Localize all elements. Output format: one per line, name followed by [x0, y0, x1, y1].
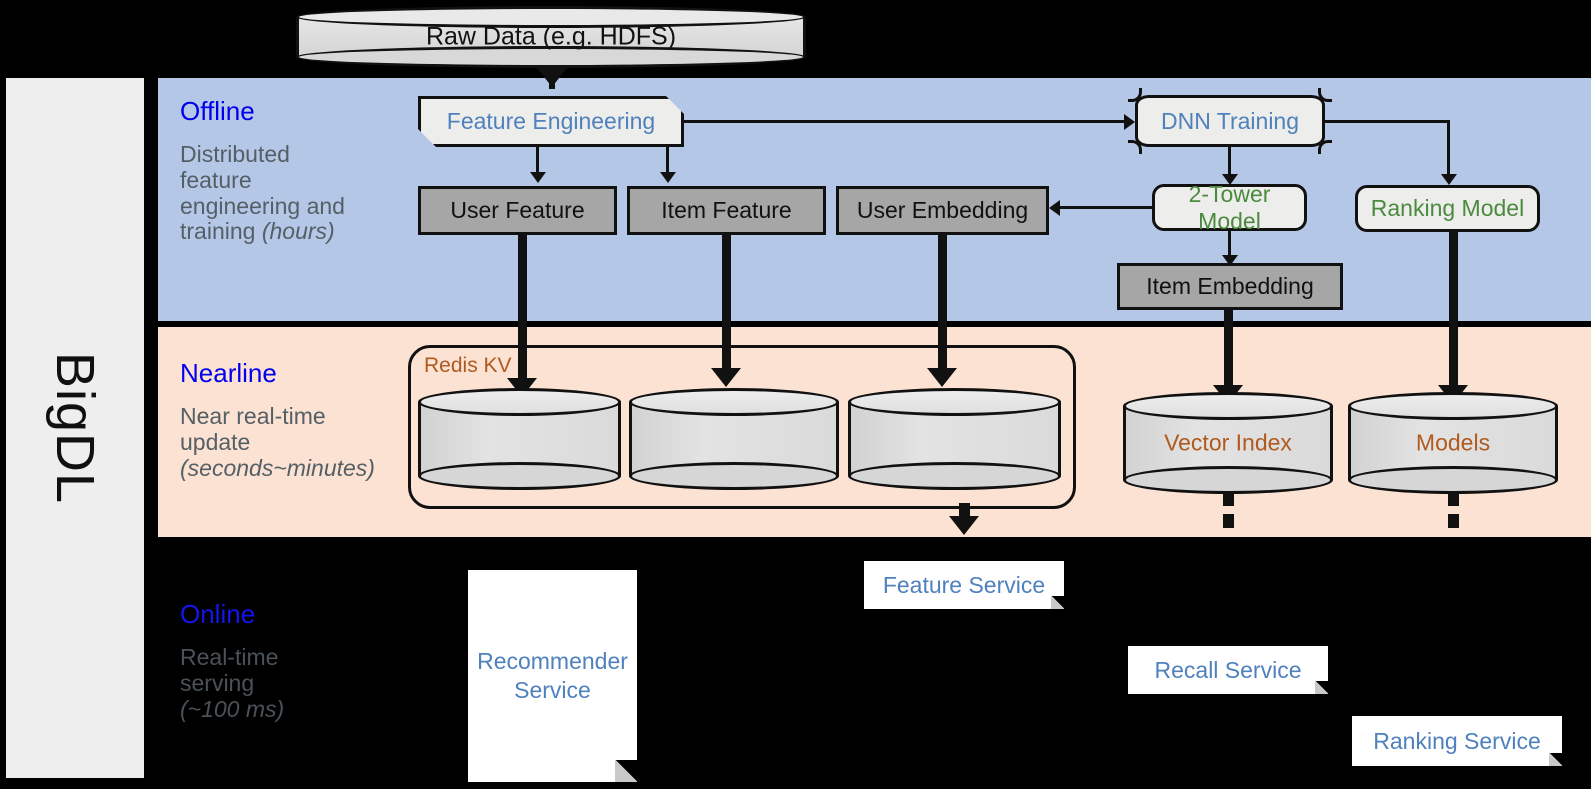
store-vector-index-label: Vector Index [1164, 429, 1292, 456]
nearline-title: Nearline [180, 358, 277, 388]
pipe-userembedding-store [938, 235, 947, 375]
store-item-feature[interactable] [629, 388, 839, 490]
store-user-embedding-top [848, 388, 1061, 416]
raw-data-label: Raw Data (e.g. HDFS) [425, 22, 677, 51]
store-models-top [1348, 392, 1558, 420]
stub-vector-index-1 [1223, 492, 1234, 506]
offline-subtitle-line-2: feature [180, 166, 252, 193]
offline-subtitle-line-4: training (hours) [180, 218, 335, 245]
offline-subtitle-line-3: engineering and [180, 192, 345, 219]
store-models[interactable]: Models [1348, 392, 1558, 494]
page-fold-icon [1549, 753, 1562, 766]
dnn-notch-tl [1128, 88, 1142, 102]
pipe-itemembedding-vectorindex [1224, 310, 1233, 392]
arrowhead-twotower-userembedding [1049, 200, 1060, 216]
arrowhead-fe-itemfeature [660, 172, 676, 183]
node-feature-service-label: Feature Service [882, 571, 1046, 598]
arrowhead-dnn-ranking [1441, 174, 1457, 185]
store-models-label: Models [1415, 429, 1491, 456]
offline-subtitle-emphasis: (hours) [261, 218, 335, 245]
dnn-notch-bl [1128, 140, 1142, 154]
redis-kv-container [408, 345, 1076, 509]
offline-subtitle: Distributed feature engineering and trai… [180, 141, 395, 245]
node-item-feature[interactable]: Item Feature [627, 186, 826, 235]
pipe-redis-featureservice [959, 503, 970, 517]
page-fold-icon [615, 760, 637, 782]
nearline-subtitle-line-2: update [180, 428, 251, 455]
arrowhead-dnn-twotower [1222, 174, 1238, 185]
online-title: Online [180, 599, 256, 629]
store-user-embedding-bottom [848, 462, 1061, 490]
arrowhead-fe-dnn [1124, 114, 1135, 130]
offline-title: Offline [180, 96, 255, 126]
arrowhead-twotower-itemembedding [1222, 255, 1238, 266]
connector-twotower-userembedding [1060, 206, 1152, 209]
connector-twotower-itemembedding [1228, 231, 1231, 259]
node-feature-service[interactable]: Feature Service [864, 561, 1064, 609]
online-subtitle: Real-time serving (~100 ms) [180, 644, 390, 722]
arrowhead-itemfeature-store [711, 368, 741, 387]
online-subtitle-emphasis: (~100 ms) [180, 695, 285, 722]
nearline-subtitle-emphasis: (seconds~minutes) [180, 454, 375, 481]
nearline-subtitle-line-1: Near real-time [180, 403, 326, 429]
node-recall-service[interactable]: Recall Service [1128, 646, 1328, 694]
page-fold-icon [1051, 596, 1064, 609]
node-recommender-service[interactable]: Recommender Service [468, 570, 637, 782]
node-dnn-training[interactable]: DNN Training [1135, 95, 1325, 147]
store-user-feature-top [418, 388, 621, 416]
store-user-feature-bottom [418, 462, 621, 490]
store-user-feature[interactable] [418, 388, 621, 490]
node-feature-engineering[interactable]: Feature Engineering [418, 96, 684, 147]
stub-models-2 [1448, 514, 1459, 528]
node-recall-service-label: Recall Service [1154, 656, 1302, 683]
arrowhead-rawdata-fe [537, 68, 567, 87]
store-models-bottom [1348, 466, 1558, 494]
connector-fe-itemfeature [666, 147, 669, 175]
online-subtitle-line-2: serving [180, 669, 255, 696]
node-recommender-service-label: Recommender Service [477, 648, 628, 703]
raw-data-cylinder-top [296, 6, 806, 28]
pipe-itemfeature-store [722, 235, 731, 375]
stub-vector-index-2 [1223, 514, 1234, 528]
online-subtitle-line-1: Real-time [180, 644, 279, 670]
arrowhead-fe-userfeature [530, 172, 546, 183]
node-ranking-service-label: Ranking Service [1373, 727, 1541, 754]
bigdl-rail: BigDL [6, 78, 144, 778]
store-vector-index[interactable]: Vector Index [1123, 392, 1333, 494]
node-dnn-training-wrap: DNN Training [1128, 88, 1332, 154]
store-user-embedding[interactable] [848, 388, 1061, 490]
dnn-notch-br [1318, 140, 1332, 154]
dnn-notch-tr [1318, 88, 1332, 102]
store-vector-index-top [1123, 392, 1333, 420]
connector-dnn-ranking-v [1447, 120, 1450, 177]
node-ranking-model[interactable]: Ranking Model [1355, 185, 1540, 232]
raw-data-cylinder-bottom [296, 46, 806, 68]
store-item-feature-bottom [629, 462, 839, 490]
page-fold-icon [1315, 681, 1328, 694]
connector-fe-dnn [684, 120, 1126, 123]
node-ranking-service[interactable]: Ranking Service [1352, 716, 1562, 766]
arrowhead-redis-featureservice [949, 516, 979, 535]
nearline-subtitle: Near real-time update (seconds~minutes) [180, 403, 410, 481]
store-item-feature-top [629, 388, 839, 416]
store-vector-index-bottom [1123, 466, 1333, 494]
pipe-rankingmodel-models [1449, 232, 1458, 392]
connector-fe-userfeature [536, 147, 539, 175]
offline-subtitle-line-1: Distributed [180, 141, 290, 167]
node-user-embedding[interactable]: User Embedding [836, 186, 1049, 235]
redis-kv-label: Redis KV [424, 354, 512, 377]
pipe-userfeature-store [518, 235, 527, 385]
stub-models-1 [1448, 492, 1459, 506]
bigdl-rail-label: BigDL [45, 351, 105, 505]
connector-dnn-ranking-h [1325, 120, 1450, 123]
node-user-feature[interactable]: User Feature [418, 186, 617, 235]
node-item-embedding[interactable]: Item Embedding [1117, 263, 1343, 310]
connector-dnn-twotower [1228, 147, 1231, 177]
raw-data-cylinder: Raw Data (e.g. HDFS) [296, 6, 806, 68]
arrowhead-userembedding-store [927, 368, 957, 387]
node-two-tower-model[interactable]: 2-Tower Model [1152, 181, 1307, 234]
